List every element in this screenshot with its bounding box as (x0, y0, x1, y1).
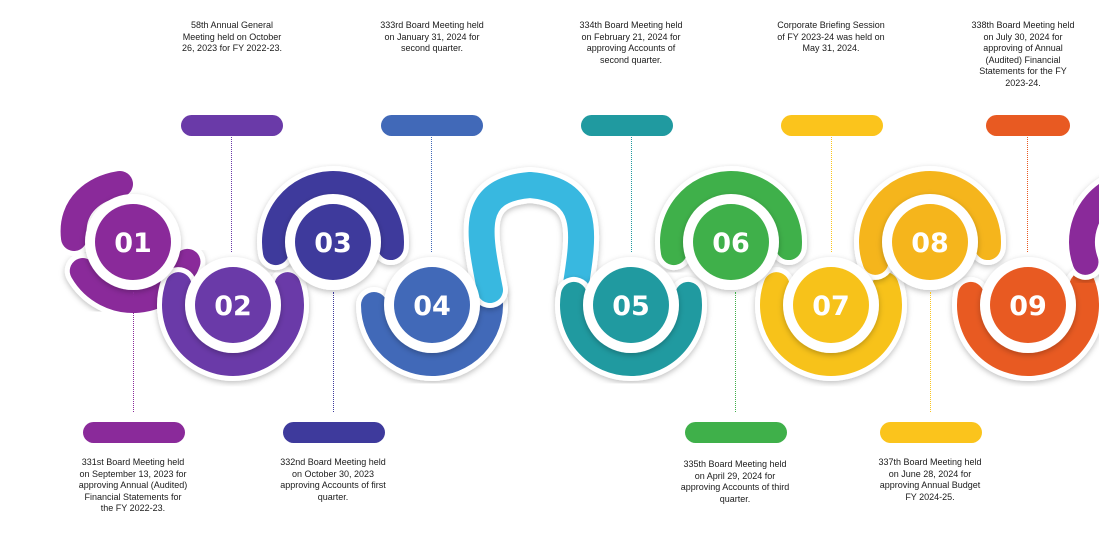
track-segment (560, 281, 702, 376)
node-disc (593, 267, 669, 343)
track-segment (957, 272, 1099, 376)
node-disc (693, 204, 769, 280)
milestone-01-note: 331st Board Meeting held on September 13… (78, 457, 188, 514)
milestone-07-note: Corporate Briefing Session of FY 2023-24… (777, 20, 885, 54)
milestone-09-pill (986, 115, 1070, 136)
milestone-04-number: 04 (413, 291, 451, 322)
milestone-05-pill (581, 115, 673, 136)
node-disc (195, 267, 271, 343)
track-segment (660, 171, 802, 266)
milestone-04-connector (431, 137, 432, 252)
node-disc (394, 267, 470, 343)
milestone-04-pill (381, 115, 483, 136)
milestone-06-connector (735, 292, 736, 412)
milestone-04-note: 333rd Board Meeting held on January 31, … (380, 20, 484, 54)
milestone-05-node: 05 (583, 257, 679, 353)
milestone-02-node: 02 (185, 257, 281, 353)
milestone-06-node: 06 (683, 194, 779, 290)
milestone-01-node: 01 (85, 194, 181, 290)
milestone-08-pill (880, 422, 982, 443)
milestone-06-pill (685, 422, 787, 443)
milestone-08-connector (930, 292, 931, 412)
milestone-03-node: 03 (285, 194, 381, 290)
milestone-05-note: 334th Board Meeting held on February 21,… (579, 20, 683, 65)
milestone-03-pill (283, 422, 385, 443)
milestone-07-connector (831, 137, 832, 252)
milestone-08-note: 337th Board Meeting held on June 28, 202… (878, 457, 982, 502)
milestone-07-pill (781, 115, 883, 136)
node-disc (793, 267, 869, 343)
milestone-09-number: 09 (1009, 291, 1047, 322)
track-segment (859, 171, 1001, 275)
milestone-02-pill (181, 115, 283, 136)
milestone-01-connector (133, 292, 134, 412)
milestone-06-number: 06 (712, 228, 750, 259)
node-disc (892, 204, 968, 280)
milestone-05-number: 05 (612, 291, 650, 322)
milestone-03-note: 332nd Board Meeting held on October 30, … (280, 457, 386, 502)
track-segment (361, 281, 503, 376)
track-segment (760, 272, 902, 376)
track-segment (468, 171, 595, 303)
node-disc (990, 267, 1066, 343)
track-segment (262, 171, 404, 266)
milestone-06-note: 335th Board Meeting held on April 29, 20… (680, 459, 790, 504)
milestone-04-node: 04 (384, 257, 480, 353)
milestone-02-number: 02 (214, 291, 252, 322)
milestone-07-node: 07 (783, 257, 879, 353)
milestone-03-connector (333, 292, 334, 412)
milestone-02-note: 58th Annual General Meeting held on Octo… (182, 20, 282, 54)
milestone-01-number: 01 (114, 228, 152, 259)
node-disc (95, 204, 171, 280)
milestone-09-connector (1027, 137, 1028, 252)
milestone-03-number: 03 (314, 228, 352, 259)
milestone-07-number: 07 (812, 291, 850, 322)
node-disc (295, 204, 371, 280)
milestone-08-number: 08 (911, 228, 949, 259)
milestone-05-connector (631, 137, 632, 252)
milestone-02-connector (231, 137, 232, 252)
track-segment (60, 171, 133, 251)
milestone-01-pill (83, 422, 185, 443)
milestone-09-note: 338th Board Meeting held on July 30, 202… (971, 20, 1075, 88)
track-segment (1069, 184, 1099, 275)
milestone-09-node: 09 (980, 257, 1076, 353)
track-segment (162, 272, 304, 376)
milestone-08-node: 08 (882, 194, 978, 290)
